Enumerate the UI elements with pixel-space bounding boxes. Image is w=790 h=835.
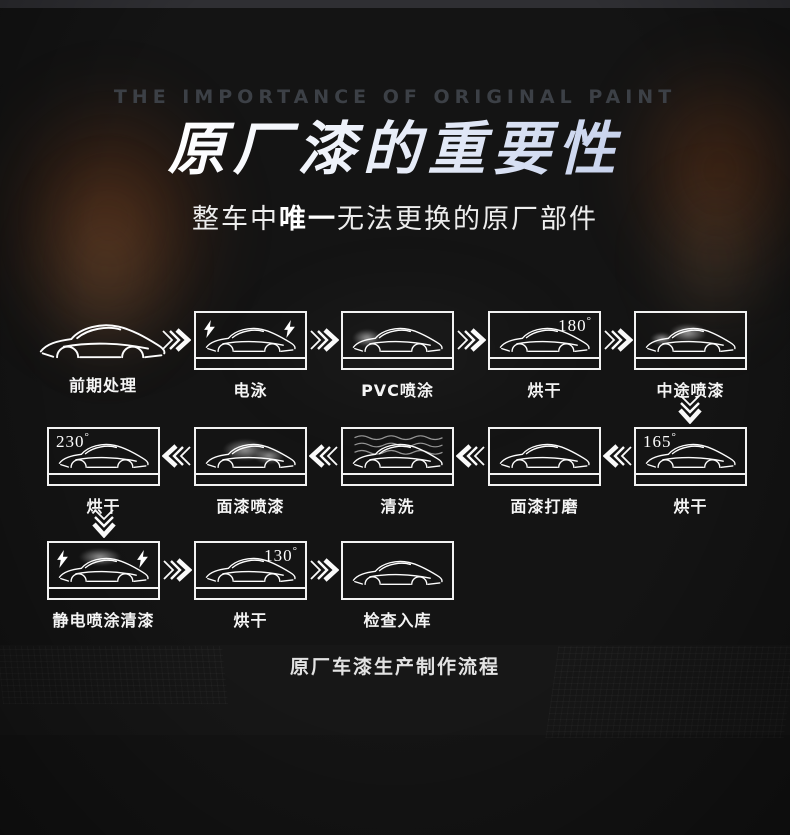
spray-mist-effect xyxy=(248,445,290,467)
station-frame: 165° xyxy=(634,427,747,486)
arrow-down-icon xyxy=(89,510,119,536)
car-icon xyxy=(497,437,593,473)
degree-symbol: ° xyxy=(292,545,298,557)
platform-line xyxy=(343,473,452,475)
car-icon xyxy=(56,551,152,587)
arrow-left-icon xyxy=(603,443,633,469)
arrow-right-icon xyxy=(162,557,192,583)
arrow-right-icon xyxy=(161,327,191,353)
platform-line xyxy=(490,473,599,475)
car-icon xyxy=(643,437,739,473)
car-icon xyxy=(350,554,446,590)
temperature-label: 230° xyxy=(56,431,90,452)
platform-line xyxy=(49,473,158,475)
step-label: 静电喷涂清漆 xyxy=(52,611,155,630)
platform-line xyxy=(636,473,745,475)
step-label: 面漆打磨 xyxy=(510,497,579,516)
station-topcoat-sanding: 面漆打磨 xyxy=(488,427,601,517)
station-midcoat-paint: 中途喷漆 xyxy=(634,311,747,401)
temperature-value: 180 xyxy=(558,316,587,335)
arrow-down-icon xyxy=(675,396,705,422)
station-frame: 230° xyxy=(47,427,160,486)
temperature-value: 130 xyxy=(264,546,293,565)
flow-caption: 原厂车漆生产制作流程 xyxy=(289,656,500,678)
arrow-left-icon xyxy=(309,443,339,469)
arrow-left-icon xyxy=(456,443,486,469)
degree-symbol: ° xyxy=(84,431,90,443)
temperature-label: 165° xyxy=(643,431,677,452)
car-icon xyxy=(203,551,299,587)
platform-line xyxy=(196,357,305,359)
step-label: 前期处理 xyxy=(68,376,137,395)
car-icon xyxy=(203,321,299,357)
step-label: 烘干 xyxy=(233,611,268,630)
arrow-right-icon xyxy=(309,557,339,583)
step-label: 烘干 xyxy=(673,497,708,516)
english-eyebrow-title: THE IMPORTANCE OF ORIGINAL PAINT xyxy=(113,86,677,108)
station-frame xyxy=(194,427,307,486)
station-pretreatment: 前期处理 xyxy=(33,311,173,396)
station-frame xyxy=(634,311,747,370)
car-icon xyxy=(643,321,739,357)
spray-mist-effect xyxy=(71,545,129,569)
temperature-label: 180° xyxy=(558,315,592,336)
station-frame: 180° xyxy=(488,311,601,370)
station-electrostatic-clearcoat: 静电喷涂清漆 xyxy=(47,541,160,631)
car-icon xyxy=(56,437,152,473)
station-inspection-storage: 检查入库 xyxy=(341,541,454,631)
arrow-right-icon xyxy=(603,327,633,353)
platform-line xyxy=(636,357,745,359)
car-icon xyxy=(350,321,446,357)
station-drying-130: 130° 烘干 xyxy=(194,541,307,631)
arrow-left-icon xyxy=(162,443,192,469)
station-topcoat-paint: 面漆喷漆 xyxy=(194,427,307,517)
platform-line xyxy=(196,587,305,589)
arrow-right-icon xyxy=(456,327,486,353)
step-label: 中途喷漆 xyxy=(656,381,725,400)
page-subtitle: 整车中唯一无法更换的原厂部件 xyxy=(0,197,790,236)
page-title: 原厂漆的重要性 xyxy=(0,119,790,180)
station-frame xyxy=(194,311,307,370)
station-frame xyxy=(341,541,454,600)
temperature-value: 230 xyxy=(56,432,85,451)
platform-line xyxy=(490,357,599,359)
station-pvc-spray: PVC喷涂 xyxy=(341,311,454,401)
station-frame xyxy=(341,427,454,486)
station-electrophoresis: 电泳 xyxy=(194,311,307,401)
station-drying-230: 230° 烘干 xyxy=(47,427,160,517)
step-label: 面漆喷漆 xyxy=(216,497,285,516)
station-frame xyxy=(47,541,160,600)
station-frame xyxy=(488,427,601,486)
temperature-value: 165 xyxy=(643,432,672,451)
step-label: 检查入库 xyxy=(363,611,432,630)
platform-line xyxy=(196,473,305,475)
station-frame xyxy=(341,311,454,370)
background-top-strip xyxy=(0,0,790,8)
subtitle-pre: 整车中 xyxy=(192,204,279,235)
car-icon xyxy=(497,321,593,357)
degree-symbol: ° xyxy=(586,315,592,327)
degree-symbol: ° xyxy=(671,431,677,443)
subtitle-post: 无法更换的原厂部件 xyxy=(337,204,598,235)
arrow-right-icon xyxy=(309,327,339,353)
car-icon xyxy=(36,315,170,365)
platform-line xyxy=(343,357,452,359)
station-frame: 130° xyxy=(194,541,307,600)
car-icon xyxy=(350,437,446,473)
station-washing: 清洗 xyxy=(341,427,454,517)
platform-line xyxy=(49,587,158,589)
step-label: PVC喷涂 xyxy=(361,381,434,400)
station-drying-180: 180° 烘干 xyxy=(488,311,601,401)
subtitle-emphasis: 唯一 xyxy=(279,204,337,235)
step-label: 电泳 xyxy=(233,381,268,400)
car-icon xyxy=(203,437,299,473)
step-label: 清洗 xyxy=(380,497,415,516)
step-label: 烘干 xyxy=(527,381,562,400)
station-drying-165: 165° 烘干 xyxy=(634,427,747,517)
temperature-label: 130° xyxy=(264,545,298,566)
